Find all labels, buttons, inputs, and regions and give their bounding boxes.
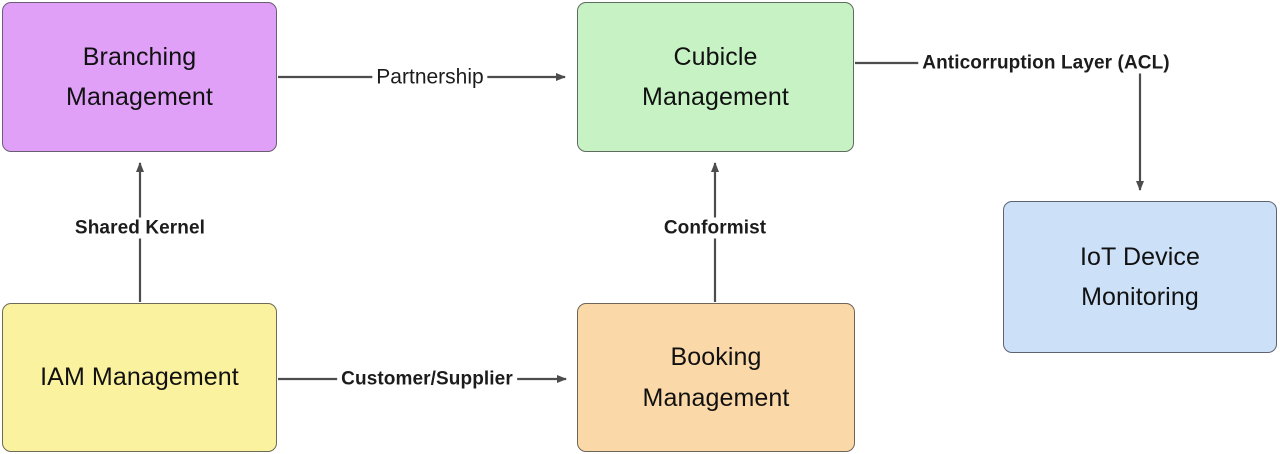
node-label-line: Management (642, 383, 790, 412)
node-label-line: Monitoring (1081, 283, 1199, 311)
node-iot-device-monitoring[interactable]: IoT Device Monitoring (1003, 201, 1277, 353)
node-label-line: IoT Device (1079, 242, 1201, 271)
node-label-line: Cubicle (673, 42, 758, 71)
node-branching-management[interactable]: Branching Management (2, 2, 277, 152)
edge-label-customer-supplier: Customer/Supplier (337, 368, 517, 390)
node-label-line: Branching (82, 42, 197, 71)
edge-label-shared-kernel: Shared Kernel (70, 217, 210, 239)
node-label-line: Management (642, 83, 789, 111)
node-iam-management[interactable]: IAM Management (2, 303, 277, 452)
node-label-line: IAM Management (40, 363, 239, 392)
edge-label-anticorruption-layer: Anticorruption Layer (ACL) (918, 52, 1174, 74)
node-cubicle-management[interactable]: Cubicle Management (577, 2, 854, 152)
edge-anticorruption-layer (855, 61, 1144, 191)
node-booking-management[interactable]: Booking Management (577, 303, 855, 452)
node-label-line: Management (66, 83, 213, 111)
edge-label-conformist: Conformist (659, 217, 771, 239)
node-label-line: Booking (670, 343, 762, 371)
edge-label-partnership: Partnership (372, 65, 488, 89)
